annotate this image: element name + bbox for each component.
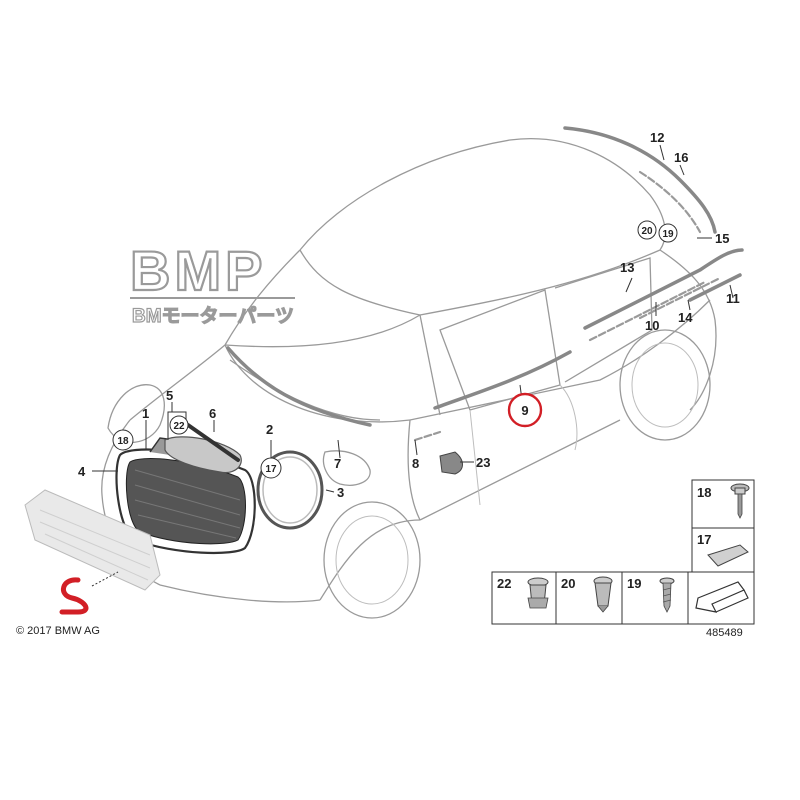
callout-13: 13 bbox=[620, 260, 634, 275]
callout-7: 7 bbox=[334, 456, 341, 471]
side-strip-14 bbox=[638, 276, 722, 320]
side-strip-11 bbox=[688, 273, 742, 302]
fastener-label-20: 20 bbox=[561, 576, 575, 591]
diagram-id: 485489 bbox=[706, 627, 743, 639]
door-strip-9 bbox=[433, 350, 572, 410]
plastic-nut-icon bbox=[593, 576, 613, 613]
callout-10: 10 bbox=[645, 318, 659, 333]
callout-11: 11 bbox=[726, 291, 740, 306]
direction-arrow-icon bbox=[695, 581, 745, 613]
grille-trim-strip bbox=[186, 423, 240, 462]
expanding-rivet-icon bbox=[527, 577, 549, 609]
highlighted-callout-9[interactable]: 9 bbox=[507, 392, 543, 428]
screw-washer-icon bbox=[730, 483, 750, 519]
watermark-title: BMP bbox=[130, 239, 266, 302]
side-strip-13 bbox=[583, 248, 744, 330]
callout-labels: 1 5 6 2 3 4 7 8 23 12 16 15 13 10 14 11 bbox=[78, 130, 740, 500]
callout-12: 12 bbox=[650, 130, 664, 145]
callout-22: 22 bbox=[173, 421, 185, 432]
callout-20: 20 bbox=[641, 226, 653, 237]
roof-strip-12 bbox=[563, 126, 717, 234]
fastener-label-18: 18 bbox=[697, 485, 711, 500]
callout-19: 19 bbox=[662, 229, 674, 240]
air-duct-insert bbox=[164, 436, 242, 474]
s-emblem-icon bbox=[59, 577, 89, 615]
fender-strip-8 bbox=[413, 430, 442, 442]
side-indicator bbox=[439, 451, 463, 475]
callout-8: 8 bbox=[412, 456, 419, 471]
screw-icon bbox=[659, 577, 675, 613]
callout-3: 3 bbox=[337, 485, 344, 500]
callout-15: 15 bbox=[715, 231, 729, 246]
copyright-text: © 2017 BMW AG bbox=[16, 625, 100, 637]
radiator-grille bbox=[115, 437, 256, 555]
trim-strips bbox=[226, 126, 744, 442]
callout-1: 1 bbox=[142, 406, 149, 421]
callout-9: 9 bbox=[521, 403, 528, 418]
callout-16: 16 bbox=[674, 150, 688, 165]
callout-4: 4 bbox=[78, 464, 86, 479]
callout-17: 17 bbox=[265, 464, 277, 475]
headlight-ring bbox=[256, 450, 324, 530]
callout-5: 5 bbox=[166, 388, 173, 403]
callout-14: 14 bbox=[678, 310, 693, 325]
watermark-subtitle: BMモーターパーツ bbox=[132, 305, 294, 327]
circled-callouts: 18 22 17 20 19 bbox=[112, 220, 678, 479]
roof-strip-16 bbox=[638, 170, 702, 234]
lower-grille-ghost bbox=[24, 489, 161, 591]
car-body-outline bbox=[101, 138, 717, 619]
side-strip-10 bbox=[588, 280, 707, 342]
callout-18: 18 bbox=[117, 436, 129, 447]
callout-2: 2 bbox=[266, 422, 273, 437]
clip-nut-icon bbox=[707, 544, 749, 567]
hood-strip-7 bbox=[226, 346, 372, 427]
fastener-label-22: 22 bbox=[497, 576, 511, 591]
fastener-label-17: 17 bbox=[697, 532, 711, 547]
callout-6: 6 bbox=[209, 406, 216, 421]
watermark-logo: BMP BMモーターパーツ bbox=[129, 238, 295, 328]
leader-lines bbox=[92, 144, 734, 493]
fastener-legend: 18 17 22 20 19 bbox=[491, 479, 755, 625]
fastener-label-19: 19 bbox=[627, 576, 641, 591]
callout-23: 23 bbox=[476, 455, 490, 470]
